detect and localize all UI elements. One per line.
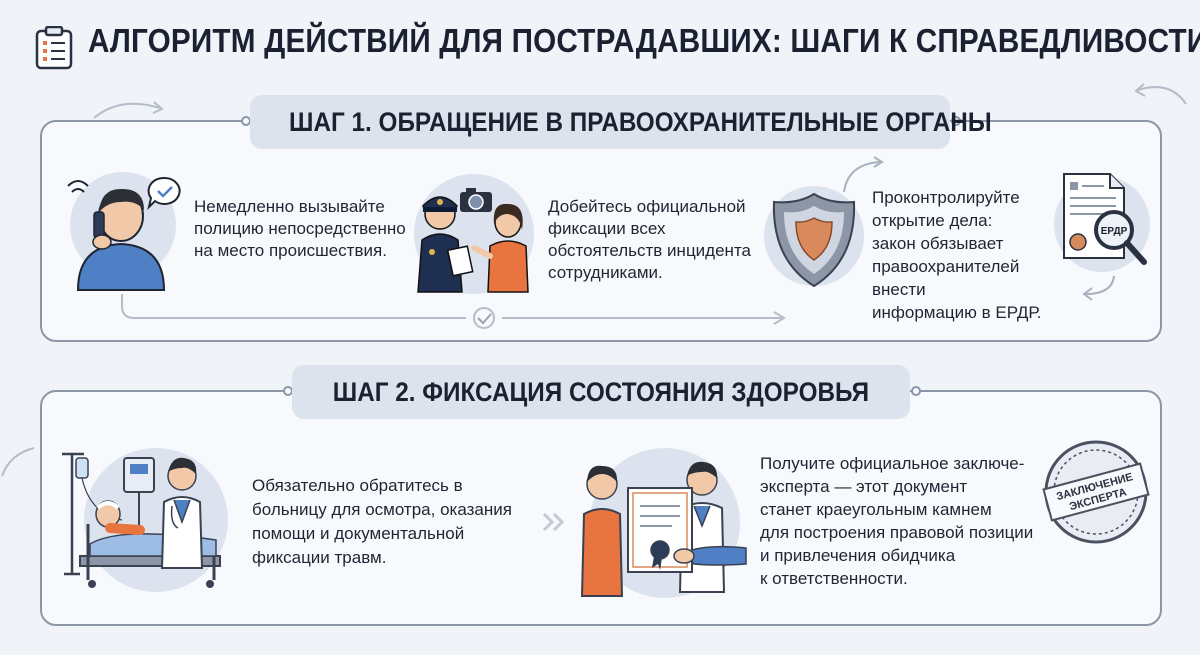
step2-heading: ШАГ 2. ФИКСАЦИЯ СОСТОЯНИЯ ЗДОРОВЬЯ [292,365,910,419]
title-bar: АЛГОРИТМ ДЕЙСТВИЙ ДЛЯ ПОСТРАДАВШИХ: ШАГИ… [0,0,1200,88]
shield-icon [772,192,856,288]
expert-stamp-icon: ЗАКЛЮЧЕНИЕ ЭКСПЕРТА [1042,440,1150,544]
step1-item3-text: Проконтролируйте открытие дела: закон об… [872,188,1042,322]
expert-certificate-icon [580,461,747,597]
step2-item1-text: Обязательно обратитесь в больницу для ос… [252,476,512,567]
hospital-bed-icon [62,452,221,588]
step1-item2-text: Добейтесь официальной фиксации всех обст… [548,197,751,282]
connector-dot [951,116,980,126]
step1-item1-text: Немедленно вызывайте полицию непосредств… [194,197,406,260]
connector-dot [264,386,293,396]
person-calling-icon [67,180,166,291]
police-officer-icon [417,188,529,293]
step2-item2-text: Получите официальное заключе- эксперта —… [760,454,1034,588]
erdr-document-icon: ЕРДР [1063,173,1147,265]
curved-arrow-icon [1134,83,1187,105]
erdr-label: ЕРДР [1101,226,1128,237]
page-title: АЛГОРИТМ ДЕЙСТВИЙ ДЛЯ ПОСТРАДАВШИХ: ШАГИ… [88,22,1200,59]
curved-arrow-icon [1,447,35,477]
connector-dot [222,116,251,126]
progress-connector [121,294,786,329]
double-chevron-right-icon [542,512,565,532]
curved-arrow-icon [1082,275,1115,301]
step1-heading: ШАГ 1. ОБРАЩЕНИЕ В ПРАВООХРАНИТЕЛЬНЫЕ ОР… [250,95,992,149]
check-bubble-icon [147,176,181,210]
curved-arrow-icon [843,156,884,193]
connector-dot [911,386,940,396]
step1-panel [40,120,1162,342]
clipboard-checklist-icon [35,26,73,70]
curved-arrow-icon [93,101,164,119]
